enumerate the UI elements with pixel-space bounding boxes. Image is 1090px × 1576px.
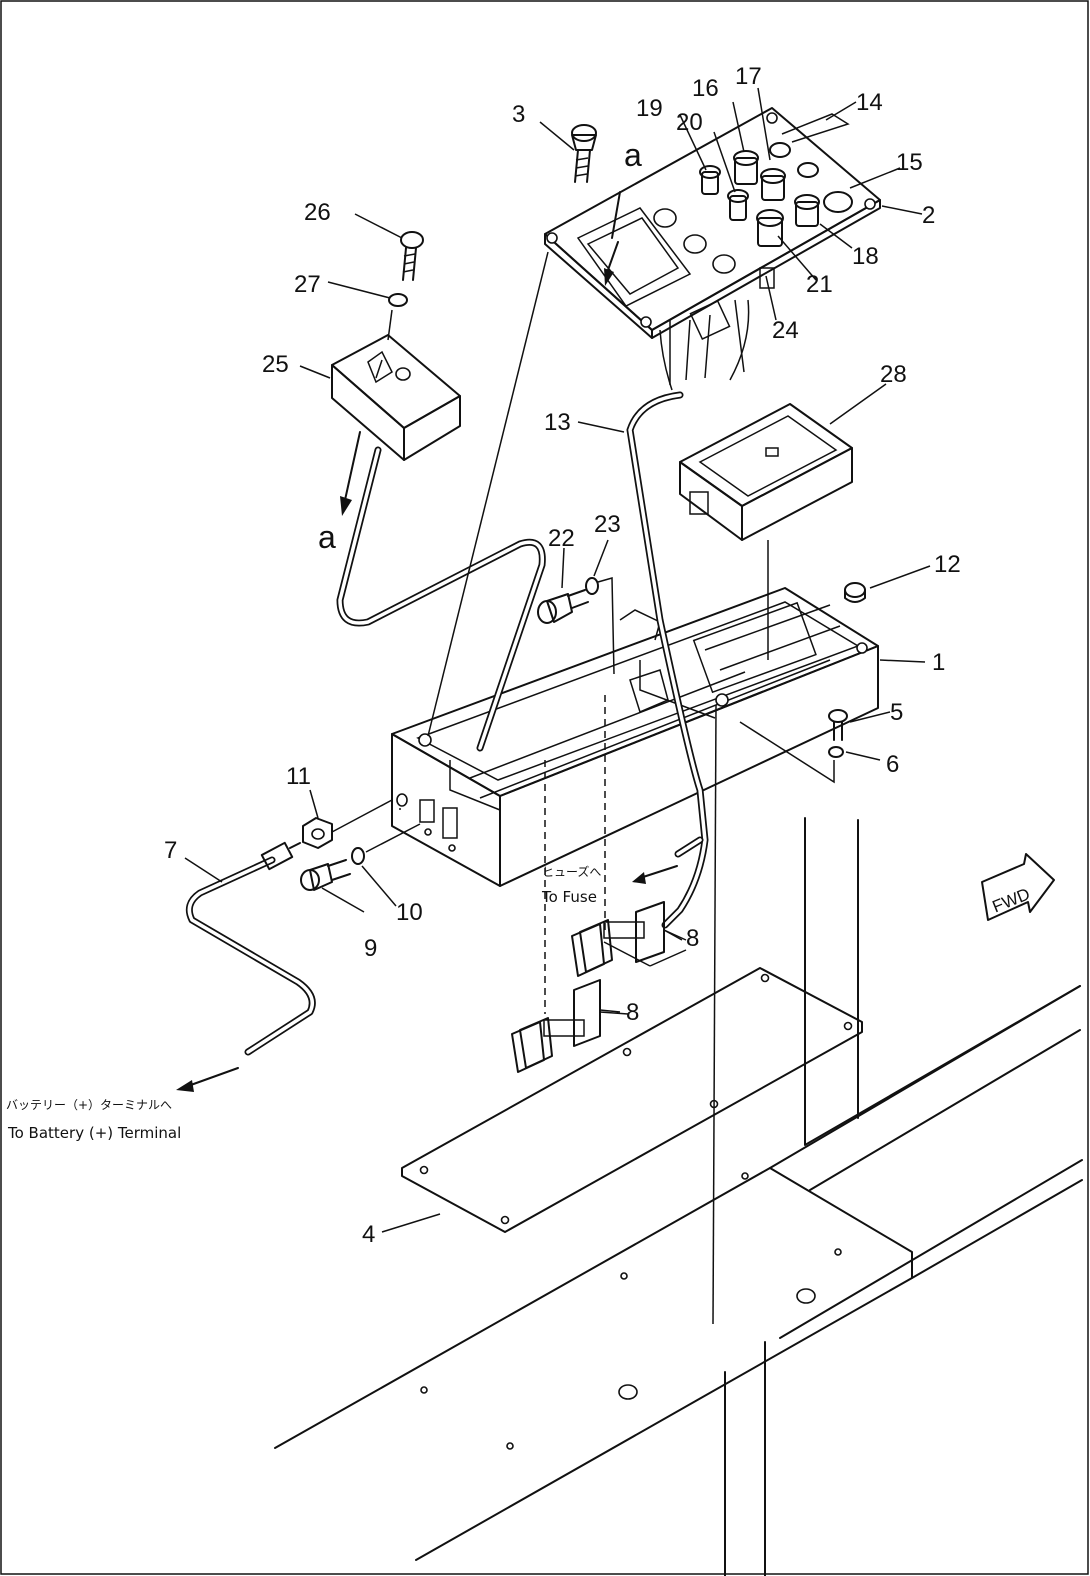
washer-part-6 — [739, 721, 844, 784]
plate-part-4 — [401, 967, 863, 1233]
part-number-labels: 1 2 3 4 5 6 7 8 8 9 10 11 12 13 14 15 16… — [164, 63, 961, 1248]
bolt-part-5 — [828, 709, 848, 741]
section-ref-top: a — [624, 137, 642, 173]
label-part-2: 2 — [922, 202, 935, 229]
label-part-12: 12 — [934, 551, 961, 578]
label-part-4: 4 — [362, 1221, 375, 1248]
bolt-part-3 — [427, 124, 597, 737]
label-part-14: 14 — [856, 89, 883, 116]
cab-floor-frame — [274, 817, 1083, 1576]
washer-part-23 — [585, 577, 615, 675]
screw-part-26 — [400, 231, 424, 281]
label-part-23: 23 — [594, 511, 621, 538]
nut-part-11 — [302, 799, 393, 849]
fuse-note-en: To Fuse — [541, 888, 597, 906]
label-part-18: 18 — [852, 243, 879, 270]
bolt-part-9 — [300, 859, 351, 891]
label-part-26: 26 — [304, 199, 331, 226]
connector-part-8-upper — [571, 901, 687, 977]
washer-part-27 — [387, 293, 408, 341]
label-part-15: 15 — [896, 149, 923, 176]
battery-note-jp: バッテリー（+）ターミナルへ — [6, 1098, 172, 1112]
switch-panel-part-2 — [544, 107, 881, 341]
label-part-6: 6 — [886, 751, 899, 778]
label-part-21: 21 — [806, 271, 833, 298]
switch-box-wire — [336, 446, 546, 752]
label-part-7: 7 — [164, 837, 177, 864]
connector-part-8-lower — [511, 979, 621, 1073]
label-part-24: 24 — [772, 317, 799, 344]
fwd-label: FWD — [990, 884, 1033, 916]
label-part-28: 28 — [880, 361, 907, 388]
label-part-25: 25 — [262, 351, 289, 378]
battery-note-en: To Battery (+) Terminal — [7, 1124, 181, 1142]
label-part-8-lower: 8 — [626, 999, 639, 1026]
label-part-11: 11 — [286, 763, 311, 790]
bolt-part-22 — [537, 589, 589, 624]
label-part-1: 1 — [932, 649, 945, 676]
fuse-note: ヒューズへ To Fuse — [541, 864, 601, 906]
label-part-8-upper: 8 — [686, 925, 699, 952]
label-part-5: 5 — [890, 699, 903, 726]
label-part-16: 16 — [692, 75, 719, 102]
cap-part-12 — [844, 582, 866, 603]
fwd-marker: FWD — [981, 853, 1055, 921]
arrows — [176, 191, 678, 1092]
label-part-10: 10 — [396, 899, 423, 926]
meter-part-28 — [679, 403, 853, 660]
switch-box-part-25 — [331, 334, 461, 461]
label-part-22: 22 — [548, 525, 575, 552]
label-part-27: 27 — [294, 271, 321, 298]
label-part-20: 20 — [676, 109, 703, 136]
leader-lines — [184, 87, 931, 1233]
wiring-harness-part-13 — [626, 299, 750, 929]
section-ref-bottom: a — [318, 519, 336, 555]
fuse-note-jp: ヒューズへ — [542, 864, 601, 879]
battery-cable-part-7 — [185, 841, 316, 1056]
assembly-lines — [399, 695, 717, 1325]
battery-note: バッテリー（+）ターミナルへ To Battery (+) Terminal — [6, 1098, 181, 1142]
label-part-9: 9 — [364, 935, 377, 962]
washer-part-10 — [351, 823, 421, 865]
label-part-19: 19 — [636, 95, 663, 122]
label-part-13: 13 — [544, 409, 571, 436]
label-part-17: 17 — [735, 63, 762, 90]
label-part-3: 3 — [512, 101, 525, 128]
